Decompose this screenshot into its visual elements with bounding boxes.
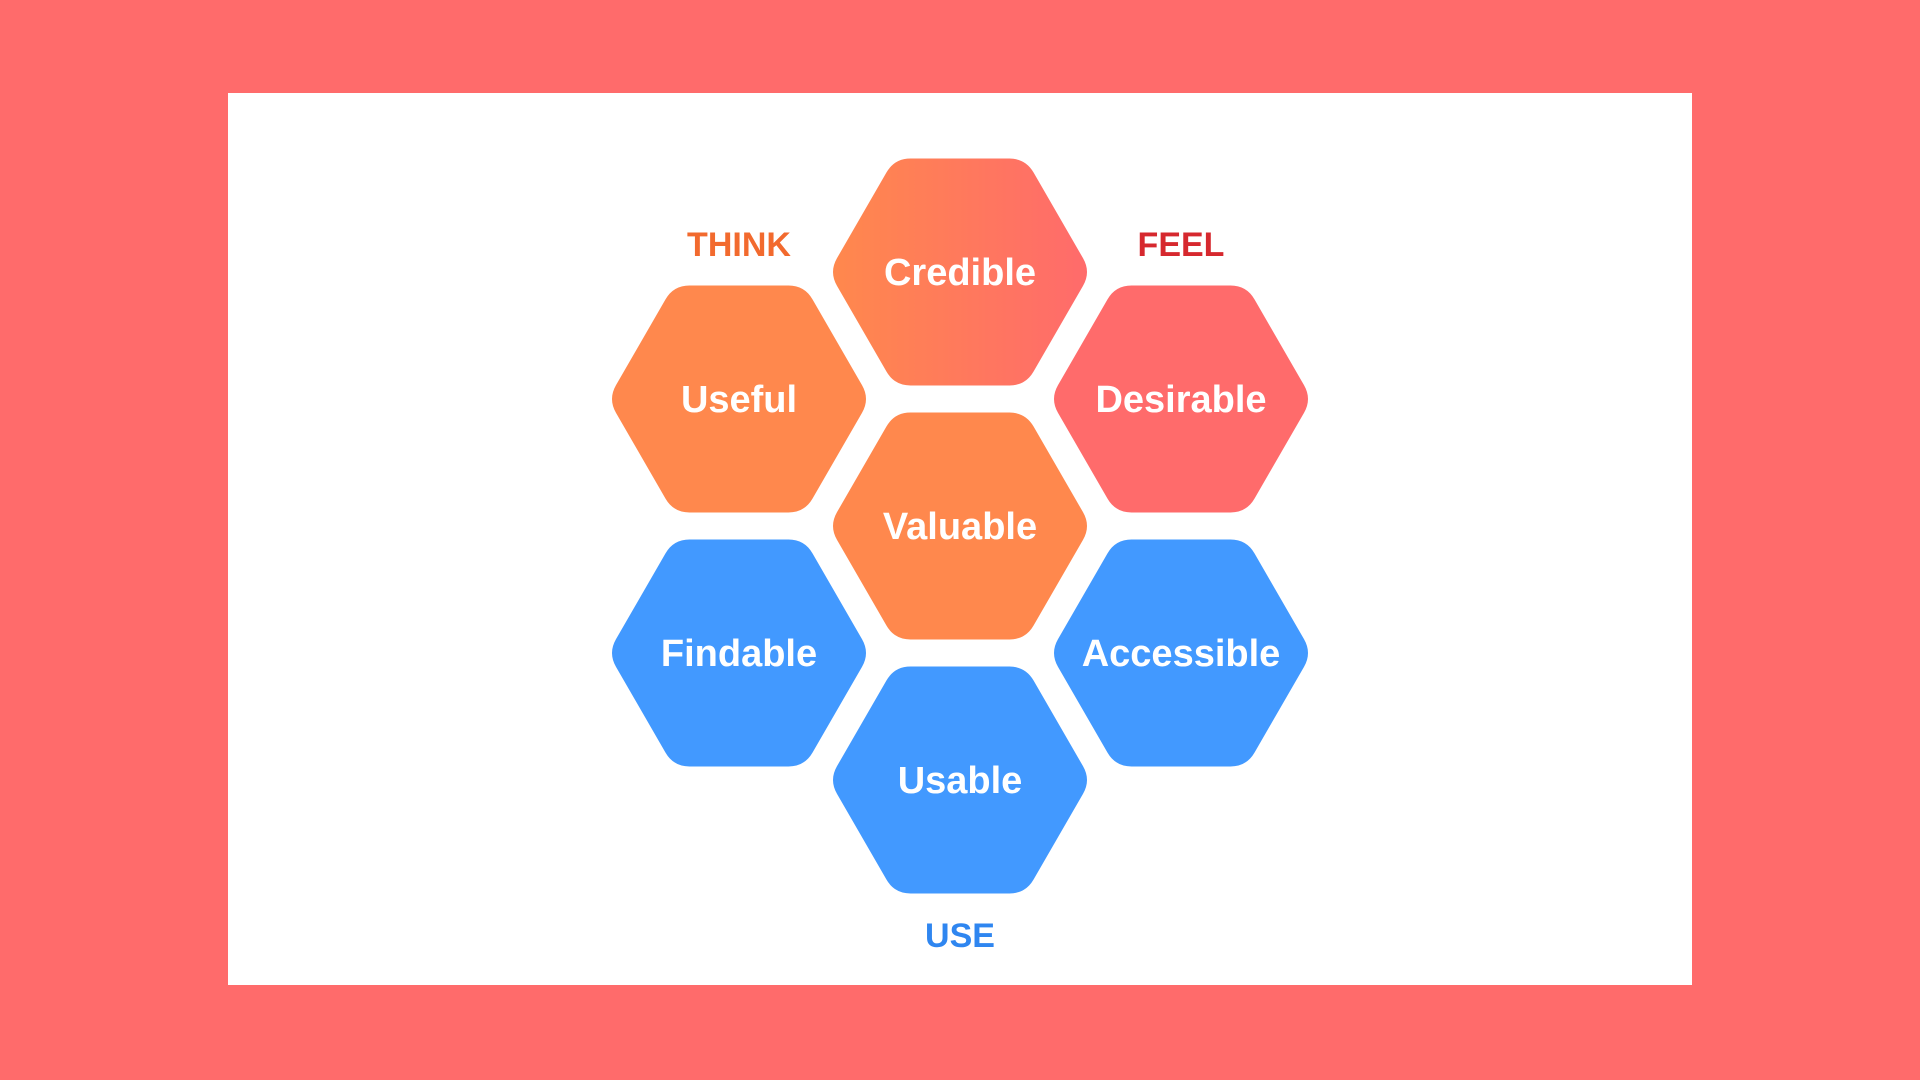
hexagon-label-credible: Credible [884, 252, 1036, 294]
hexagon-credible: Credible [833, 158, 1087, 386]
hexagon-accessible: Accessible [1054, 539, 1308, 767]
group-label-use: USE [925, 917, 995, 955]
hexagon-valuable: Valuable [833, 412, 1087, 640]
group-label-feel: FEEL [1138, 226, 1225, 264]
hexagon-desirable: Desirable [1054, 285, 1308, 513]
hexagon-label-valuable: Valuable [883, 506, 1037, 548]
hexagon-useful: Useful [612, 285, 866, 513]
hexagon-label-useful: Useful [681, 379, 797, 421]
group-label-think: THINK [687, 226, 791, 264]
hexagon-label-usable: Usable [898, 760, 1023, 802]
hexagon-label-findable: Findable [661, 633, 817, 675]
hexagon-label-desirable: Desirable [1095, 379, 1266, 421]
hexagon-findable: Findable [612, 539, 866, 767]
hexagon-label-accessible: Accessible [1082, 633, 1281, 675]
hexagon-usable: Usable [833, 666, 1087, 894]
